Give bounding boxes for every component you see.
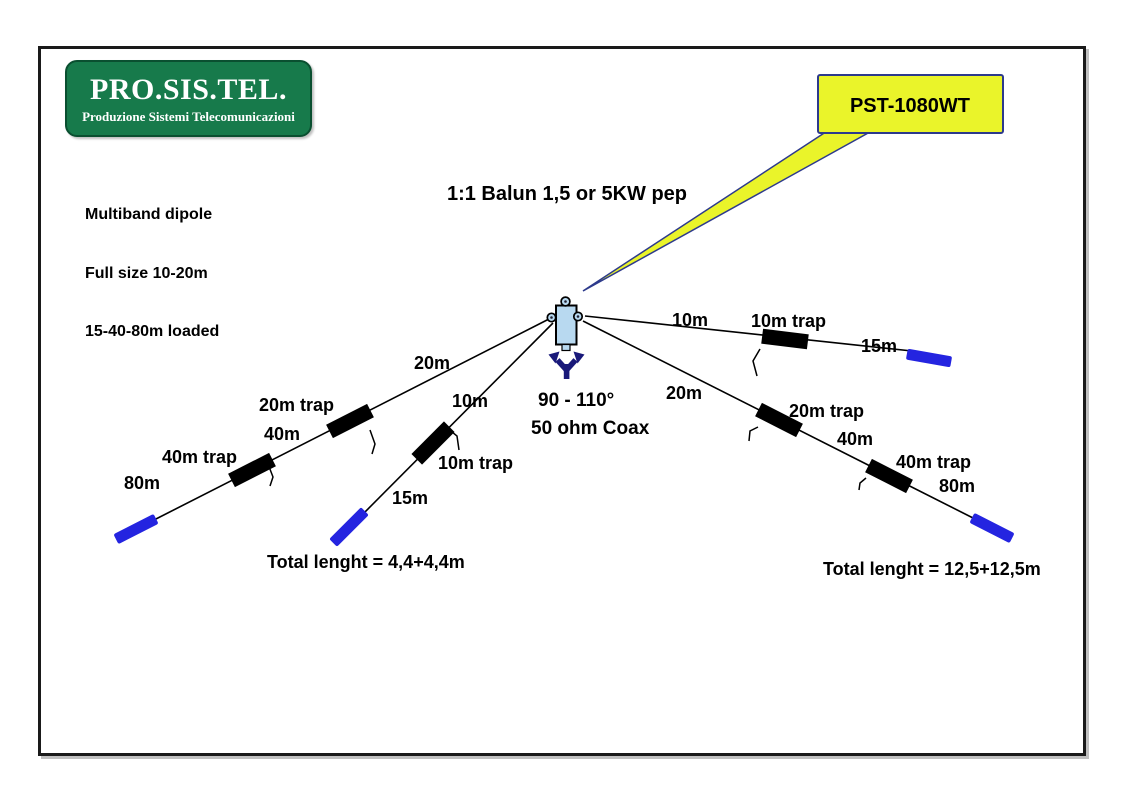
- label-right-20m-trap: 20m trap: [789, 401, 864, 421]
- coax-arrow-icon: [548, 351, 585, 379]
- prosistel-logo: PRO.SIS.TEL. Produzione Sistemi Telecomu…: [65, 60, 312, 137]
- label-left-10m: 10m: [452, 391, 488, 411]
- total-length-right: Total lenght = 12,5+12,5m: [823, 559, 1041, 579]
- label-left-40m-trap: 40m trap: [162, 447, 237, 467]
- label-left-20m-trap: 20m trap: [259, 395, 334, 415]
- label-right-20m: 20m: [666, 383, 702, 403]
- trap-40m-right: [865, 458, 913, 494]
- trap-40m-left: [228, 452, 276, 488]
- label-left-15m: 15m: [392, 488, 428, 508]
- balun-body: [555, 304, 578, 346]
- label-right-80m: 80m: [939, 476, 975, 496]
- hook-right-10m-trap: [752, 348, 761, 377]
- insulator-left-outer: [114, 514, 158, 544]
- callout-box: [817, 74, 1004, 134]
- hook-left-20m-trap: [369, 429, 376, 455]
- trap-20m-right: [755, 402, 803, 438]
- insulator-left-inner: [330, 508, 368, 546]
- balun-label: 1:1 Balun 1,5 or 5KW pep: [447, 183, 687, 205]
- trap-10m-right: [761, 328, 809, 350]
- insulator-right-upper: [906, 348, 952, 368]
- hook-right-20m-trap: [748, 426, 759, 442]
- label-left-40m: 40m: [264, 424, 300, 444]
- total-length-left: Total lenght = 4,4+4,4m: [267, 552, 465, 572]
- balun-eyelet-top-dot: [564, 300, 567, 303]
- description-line-3: 15-40-80m loaded: [85, 323, 220, 340]
- balun-tab: [561, 343, 571, 352]
- label-left-80m: 80m: [124, 473, 160, 493]
- label-right-10m: 10m: [672, 310, 708, 330]
- insulator-right-lower: [970, 513, 1014, 543]
- label-right-40m: 40m: [837, 429, 873, 449]
- logo-subtitle: Produzione Sistemi Telecomunicazioni: [82, 108, 295, 124]
- label-right-40m-trap: 40m trap: [896, 452, 971, 472]
- balun-eyelet-right-dot: [576, 315, 580, 318]
- label-right-10m-trap: 10m trap: [751, 311, 826, 331]
- coax-label: 50 ohm Coax: [531, 418, 650, 439]
- logo-title: PRO.SIS.TEL.: [90, 72, 287, 106]
- wire-right-upper: [584, 315, 913, 352]
- description-line-1: Multiband dipole: [85, 206, 213, 223]
- callout-tail: [582, 131, 872, 292]
- trap-20m-left: [326, 403, 374, 439]
- callout-label: PST-1080WT: [850, 95, 970, 117]
- wire-left-inner: [361, 322, 554, 516]
- hook-right-40m-trap: [858, 477, 867, 491]
- antenna-description: Multiband dipole Full size 10-20m 15-40-…: [85, 166, 219, 381]
- label-left-20m: 20m: [414, 353, 450, 373]
- label-left-10m-trap: 10m trap: [438, 453, 513, 473]
- trap-10m-left: [411, 421, 455, 465]
- label-right-15m: 15m: [861, 336, 897, 356]
- diagram-frame: [38, 46, 1086, 756]
- balun-eyelet-left-dot: [550, 316, 553, 319]
- description-line-2: Full size 10-20m: [85, 264, 208, 282]
- angle-label: 90 - 110°: [538, 390, 614, 411]
